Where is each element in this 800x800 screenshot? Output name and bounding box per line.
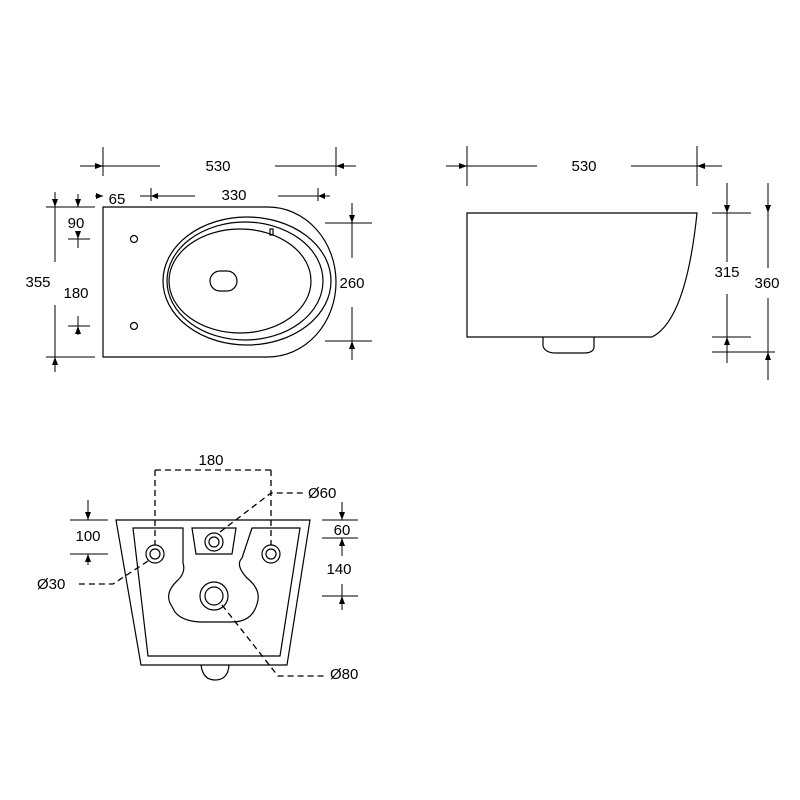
bolt-hole-right-inner bbox=[265, 548, 277, 560]
rear-view: 180 Ø60 Ø30 Ø80 100 60 140 bbox=[37, 452, 358, 683]
bolt-hole-left-outer bbox=[145, 544, 165, 564]
bowl-rim bbox=[168, 228, 312, 334]
bolt-spacing-label: 180 bbox=[198, 452, 223, 469]
inlet-offset-label: 60 bbox=[334, 522, 351, 539]
rim-height-label: 315 bbox=[714, 264, 739, 281]
outlet-diameter-label: Ø80 bbox=[330, 666, 358, 683]
top-view: 530 65 330 355 90 180 bbox=[25, 147, 372, 372]
fixing-offset-label: 90 bbox=[68, 215, 85, 232]
top-width-label: 530 bbox=[205, 158, 230, 175]
fixing-spacing-label: 180 bbox=[63, 285, 88, 302]
bowl-depth-label: 260 bbox=[339, 275, 364, 292]
side-width-label: 530 bbox=[571, 158, 596, 175]
rear-view-inner-profile bbox=[132, 527, 301, 657]
outlet-offset-label: 140 bbox=[326, 561, 351, 578]
waste-outlet-outer bbox=[199, 581, 229, 611]
bolt-diameter-label: Ø30 bbox=[37, 576, 65, 593]
bolt-hole-right-outer bbox=[261, 544, 281, 564]
bolt-hole-left-inner bbox=[149, 548, 161, 560]
seat-length-label: 330 bbox=[221, 187, 246, 204]
fixing-hole-bottom bbox=[129, 321, 139, 331]
side-view: 530 315 360 bbox=[446, 146, 780, 380]
rear-offset-label: 65 bbox=[109, 191, 126, 208]
drain-opening bbox=[209, 270, 238, 292]
water-inlet-inner bbox=[208, 536, 220, 548]
inlet-recess bbox=[191, 527, 237, 555]
side-view-outline bbox=[466, 212, 698, 338]
inlet-diameter-label: Ø60 bbox=[308, 485, 336, 502]
rear-view-outline bbox=[115, 519, 311, 666]
outlet-spigot bbox=[542, 337, 595, 354]
outlet-foot bbox=[200, 664, 230, 681]
top-view-outline bbox=[102, 206, 337, 358]
hinge-slot bbox=[269, 228, 274, 236]
total-height-label: 360 bbox=[754, 275, 779, 292]
bolt-height-label: 100 bbox=[75, 528, 100, 545]
waste-outlet-inner bbox=[204, 586, 224, 606]
seat-inner-ring bbox=[166, 221, 324, 341]
fixing-hole-top bbox=[129, 234, 139, 244]
water-inlet-outer bbox=[204, 532, 224, 552]
top-depth-label: 355 bbox=[25, 274, 50, 291]
seat-outer-ring bbox=[162, 216, 332, 346]
